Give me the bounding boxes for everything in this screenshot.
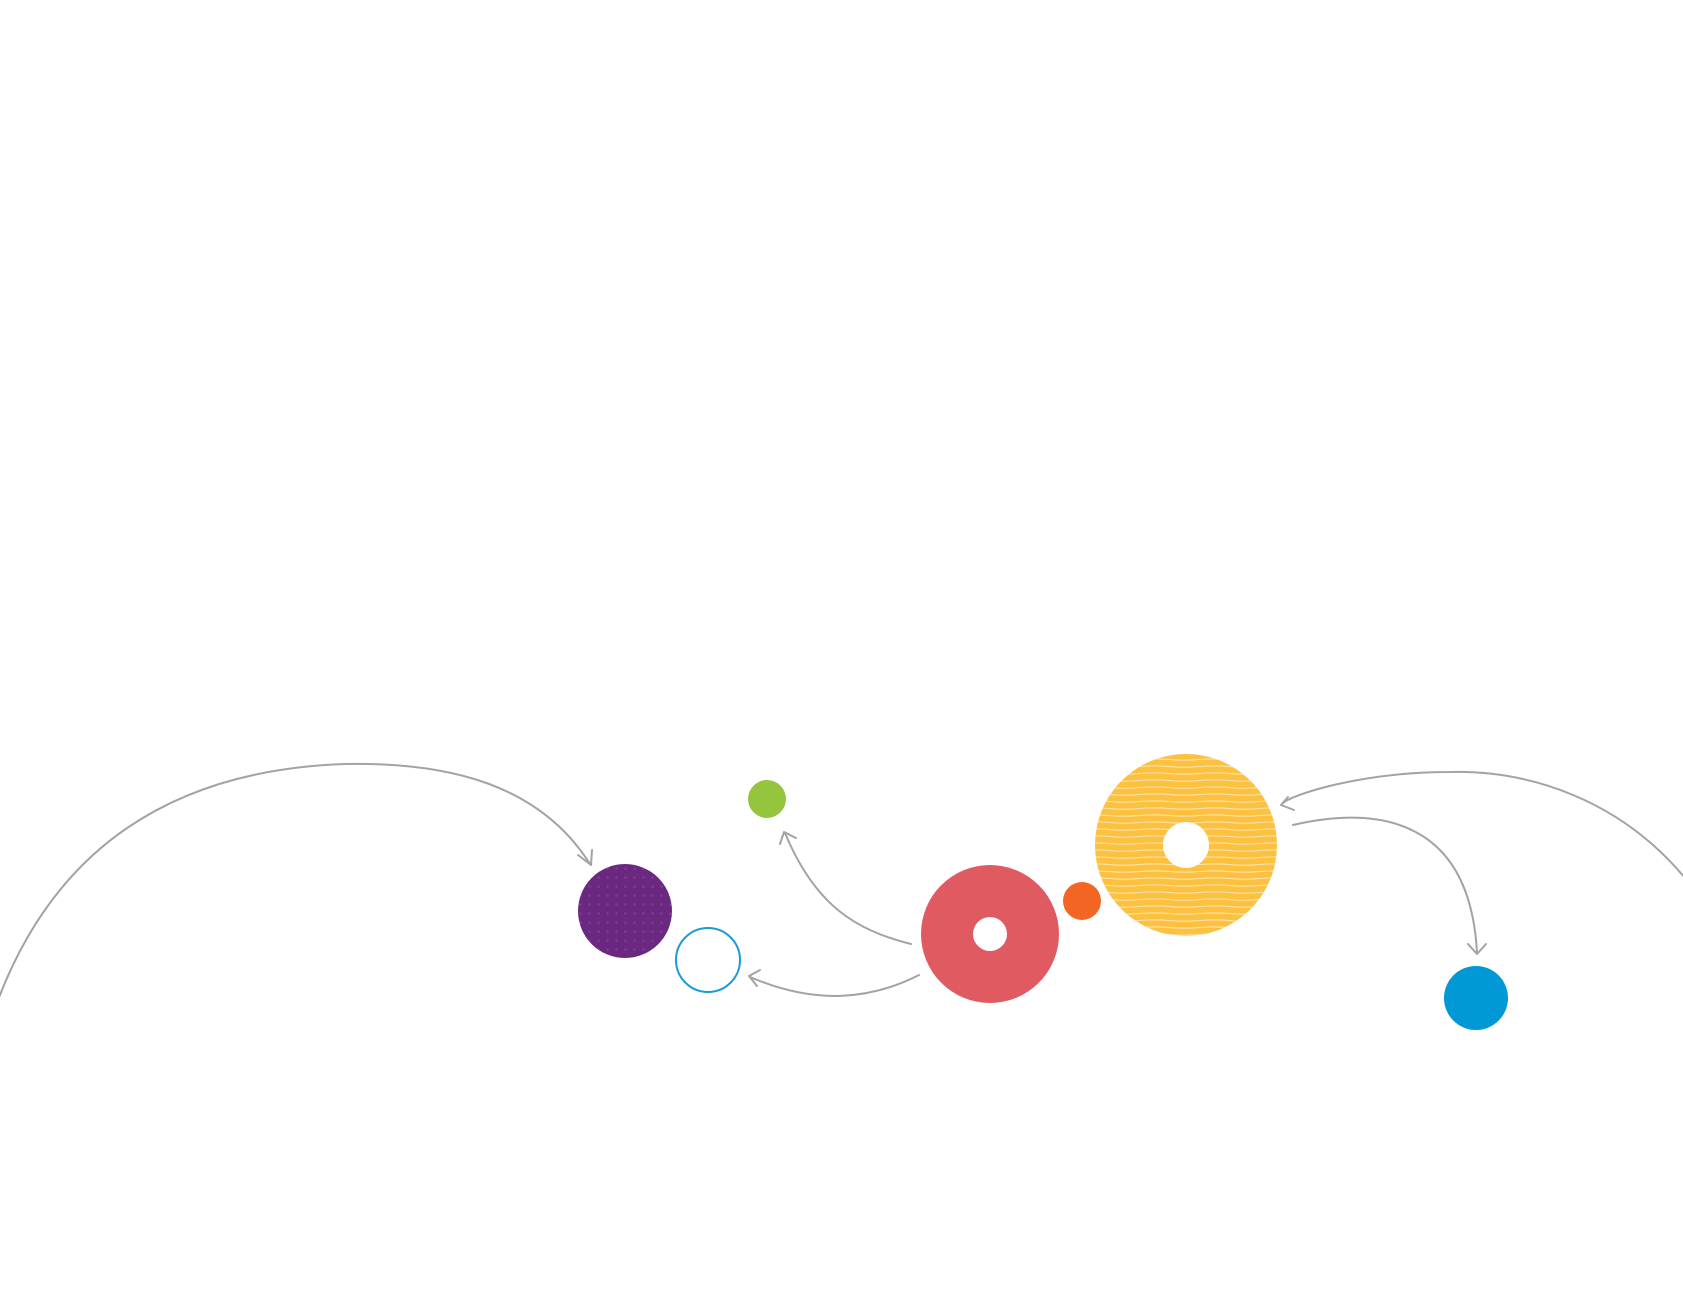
yellow-striped-ring [1095, 754, 1277, 936]
arrow-red-to-outline [749, 974, 920, 997]
purple-dotted-circle [578, 864, 672, 958]
blue-circle [1444, 966, 1508, 1030]
arrow-head-blue [1467, 943, 1487, 955]
nodes [578, 754, 1508, 1030]
red-ring-hole [973, 917, 1007, 951]
arrow-yellow-to-blue [1292, 816, 1478, 954]
arrow-head-yellow [1280, 796, 1295, 811]
green-circle [748, 780, 786, 818]
orange-circle [1063, 882, 1101, 920]
arrow-red-to-green [784, 832, 912, 945]
blue-outline-circle [675, 927, 741, 993]
arrow-right-arc-to-yellow [1281, 770, 1683, 878]
connections [0, 762, 1683, 998]
arrow-head-green [779, 831, 797, 845]
arrow-head-purple [577, 849, 593, 866]
arrow-left-arc-to-purple [0, 762, 591, 998]
arrow-head-outline [748, 969, 761, 987]
